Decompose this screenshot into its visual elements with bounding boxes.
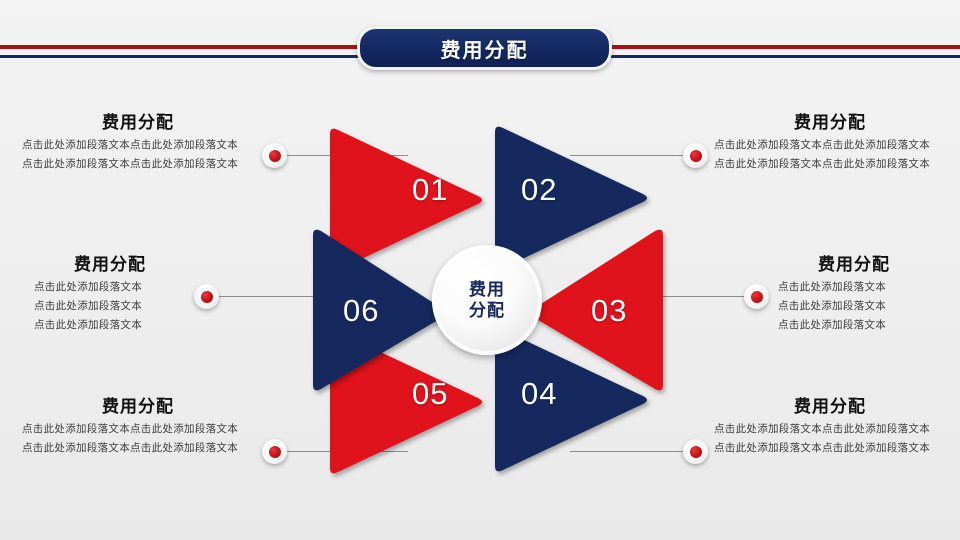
block-line: 点击此处添加段落文本点击此处添加段落文本 [714, 139, 930, 151]
block-heading: 费用分配 [102, 113, 174, 132]
block-line: 点击此处添加段落文本 [34, 318, 142, 331]
marker-bottom-left[interactable] [262, 439, 287, 464]
marker-dot-icon [268, 445, 281, 458]
wedge-03-number: 03 [591, 293, 628, 328]
center-hub-line1: 费用 [469, 279, 505, 299]
wedge-01-shape [330, 128, 482, 272]
connector-middle-left [196, 296, 346, 297]
text-block-bottom-left: 费用分配 点击此处添加段落文本点击此处添加段落文本 点击此处添加段落文本点击此处… [22, 392, 254, 460]
block-heading: 费用分配 [74, 255, 146, 274]
connector-top-right [570, 155, 702, 156]
center-hub[interactable]: 费用 分配 [432, 245, 542, 355]
wedge-02-shape [495, 126, 647, 270]
connector-middle-right [634, 296, 762, 297]
marker-top-left[interactable] [262, 143, 287, 168]
block-heading: 费用分配 [794, 113, 866, 132]
marker-middle-left[interactable] [194, 284, 219, 309]
wedge-02[interactable]: 02 [485, 124, 655, 274]
wedge-04[interactable]: 04 [485, 326, 655, 476]
marker-top-right[interactable] [683, 143, 708, 168]
wedge-05-number: 05 [412, 376, 449, 411]
wedge-06-shape [313, 229, 447, 391]
marker-dot-icon [200, 290, 213, 303]
marker-dot-icon [689, 149, 702, 162]
block-line: 点击此处添加段落文本点击此处添加段落文本 [714, 441, 930, 454]
block-heading: 费用分配 [818, 255, 890, 274]
wedge-04-shape [495, 328, 647, 472]
block-heading: 费用分配 [102, 397, 174, 416]
block-line: 点击此处添加段落文本点击此处添加段落文本 [714, 423, 930, 435]
wedge-04-number: 04 [521, 376, 558, 411]
block-line: 点击此处添加段落文本 [778, 281, 886, 293]
block-line: 点击此处添加段落文本 [778, 299, 886, 312]
marker-bottom-right[interactable] [683, 439, 708, 464]
block-line: 点击此处添加段落文本 [34, 281, 142, 293]
wedge-01[interactable]: 01 [320, 124, 490, 274]
block-heading: 费用分配 [794, 397, 866, 416]
block-line: 点击此处添加段落文本点击此处添加段落文本 [22, 157, 238, 170]
block-line: 点击此处添加段落文本 [34, 299, 142, 312]
block-line: 点击此处添加段落文本点击此处添加段落文本 [714, 157, 930, 170]
text-block-middle-right: 费用分配 点击此处添加段落文本 点击此处添加段落文本 点击此处添加段落文本 [778, 250, 930, 336]
marker-dot-icon [689, 445, 702, 458]
text-block-bottom-right: 费用分配 点击此处添加段落文本点击此处添加段落文本 点击此处添加段落文本点击此处… [714, 392, 946, 460]
wedge-05[interactable]: 05 [320, 326, 490, 476]
marker-dot-icon [750, 290, 763, 303]
text-block-top-right: 费用分配 点击此处添加段落文本点击此处添加段落文本 点击此处添加段落文本点击此处… [714, 108, 946, 176]
center-hub-line2: 分配 [469, 301, 505, 320]
wedge-01-number: 01 [412, 172, 449, 207]
marker-middle-right[interactable] [744, 284, 769, 309]
block-line: 点击此处添加段落文本点击此处添加段落文本 [22, 139, 238, 151]
block-line: 点击此处添加段落文本点击此处添加段落文本 [22, 441, 238, 454]
wedge-03[interactable]: 03 [523, 225, 673, 395]
block-line: 点击此处添加段落文本 [778, 318, 886, 331]
wedge-02-number: 02 [521, 172, 558, 207]
connector-bottom-right [570, 451, 702, 452]
hexagon-wheel-diagram: 01 02 03 04 05 [295, 110, 680, 490]
text-block-top-left: 费用分配 点击此处添加段落文本点击此处添加段落文本 点击此处添加段落文本点击此处… [22, 108, 254, 176]
page-title: 费用分配 [440, 39, 529, 62]
wedge-05-shape [330, 330, 482, 474]
wedge-06[interactable]: 06 [303, 225, 453, 395]
marker-dot-icon [268, 149, 281, 162]
block-line: 点击此处添加段落文本点击此处添加段落文本 [22, 423, 238, 435]
wedge-03-shape [529, 229, 663, 391]
wedge-06-number: 06 [343, 293, 380, 328]
text-block-middle-left: 费用分配 点击此处添加段落文本 点击此处添加段落文本 点击此处添加段落文本 [34, 250, 186, 336]
slide-title-pill: 费用分配 [357, 26, 612, 70]
